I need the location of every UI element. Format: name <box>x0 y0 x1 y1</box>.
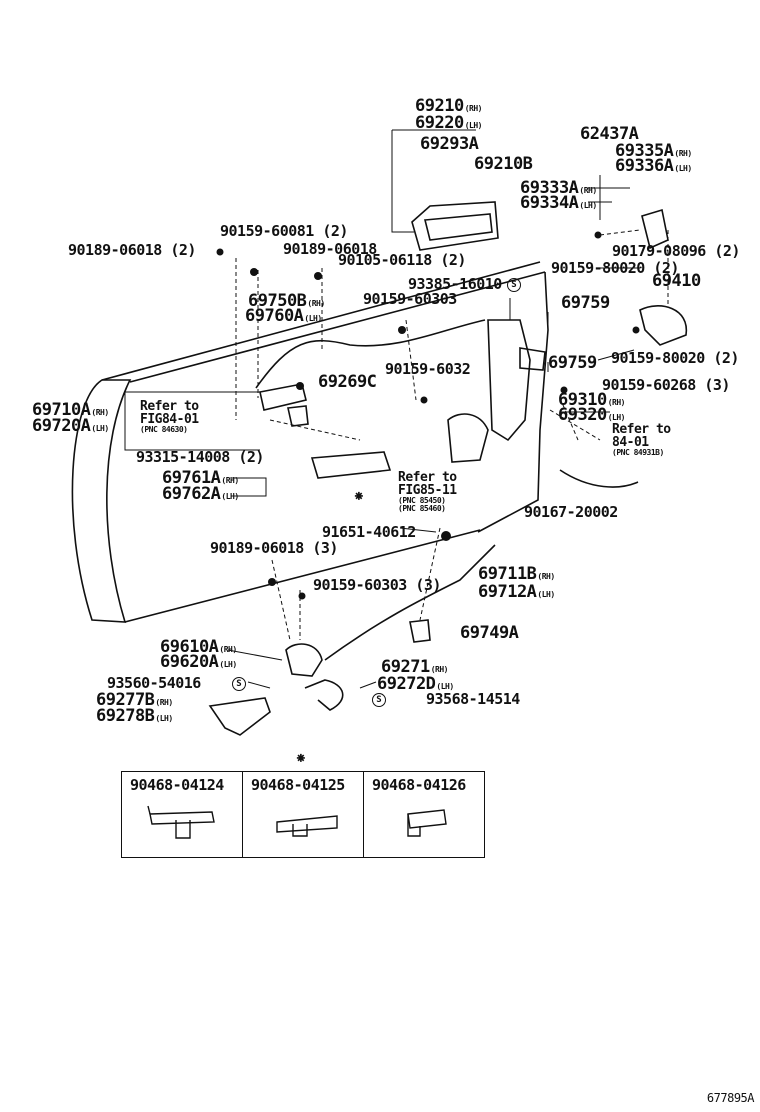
part-90159-60081: 90159-60081 (2) <box>220 222 348 240</box>
part-69759-upper: 69759 <box>561 293 610 313</box>
part-90159-80020-lower: 90159-80020 (2) <box>611 349 739 367</box>
lock-mechanism <box>487 319 531 442</box>
figure-code: 677895A <box>706 1091 755 1105</box>
clip-part-number: 90468-04124 <box>130 776 224 794</box>
part-69761A: 69761A(RH) <box>162 468 239 488</box>
part-90159-6032: 90159-6032 <box>385 360 471 378</box>
part-90105-06118: 90105-06118 (2) <box>338 251 466 269</box>
s-mark-icon: S <box>507 278 521 292</box>
rod-69749A <box>409 619 431 643</box>
reference-fig-84-01-a: Refer to FIG84-01 (PNC 84630) <box>140 399 199 434</box>
part-69310: 69310(RH) <box>558 390 625 410</box>
part-69712A: 69712A(LH) <box>478 582 555 602</box>
part-69293A: 69293A <box>420 134 479 154</box>
part-69333A: 69333A(RH) <box>520 178 597 198</box>
clip-cell: 90468-04125 <box>243 772 364 857</box>
s-mark-icon: S <box>372 693 386 707</box>
part-69620A: 69620A(LH) <box>160 652 237 672</box>
clip-cell: 90468-04126 <box>364 772 484 857</box>
part-90159-60268: 90159-60268 (3) <box>602 376 730 394</box>
part-90189-06018: 90189-06018 <box>283 240 377 258</box>
lock-rod-lower <box>324 544 496 661</box>
clip-icon <box>276 815 338 837</box>
part-69410: 69410 <box>652 271 701 291</box>
part-69271: 69271(RH) <box>381 657 448 677</box>
bracket-69759 <box>519 347 546 371</box>
clip-icon <box>407 809 447 837</box>
inside-handle <box>259 383 307 411</box>
part-69320: 69320(LH) <box>558 405 625 425</box>
asterisk-icon: ⁕ <box>295 751 307 767</box>
part-93315-14008: 93315-14008 (2) <box>136 448 264 466</box>
latch-assembly <box>285 643 323 677</box>
asterisk-icon: ⁕ <box>353 489 365 505</box>
door-inner-edge <box>129 271 546 383</box>
part-91651-40612: 91651-40612 <box>322 523 416 541</box>
part-90179-08096: 90179-08096 (2) <box>612 242 740 260</box>
door-bottom-edge <box>124 529 481 623</box>
part-90159-80020-upper: 90159-80020 (2) <box>551 259 679 277</box>
part-69220: 69220(LH) <box>415 113 482 133</box>
part-90159-60303: 90159-60303 <box>363 290 457 308</box>
part-69610A: 69610A(RH) <box>160 637 237 657</box>
door-right-edge <box>477 271 549 533</box>
clip-part-number: 90468-04126 <box>372 776 466 794</box>
part-69334A: 69334A(LH) <box>520 193 597 213</box>
clip-cell: 90468-04124 <box>122 772 243 857</box>
reference-fig-85-11: Refer to FIG85-11 (PNC 85450) (PNC 85460… <box>398 470 457 513</box>
inside-handle-bezel <box>310 451 392 479</box>
part-69336A: 69336A(LH) <box>615 156 692 176</box>
part-90167-20002: 90167-20002 <box>524 503 618 521</box>
part-69720A: 69720A(LH) <box>32 416 109 436</box>
cup-handle <box>208 697 271 736</box>
part-90189-06018-3: 90189-06018 (3) <box>210 539 338 557</box>
part-69710A: 69710A(RH) <box>32 400 109 420</box>
cable-90167 <box>559 469 639 488</box>
part-69711B: 69711B(RH) <box>478 564 555 584</box>
part-69210: 69210(RH) <box>415 96 482 116</box>
part-90189-06018-2: 90189-06018 (2) <box>68 241 196 259</box>
part-69278B: 69278B(LH) <box>96 706 173 726</box>
part-69269C: 69269C <box>318 372 377 392</box>
part-69277B: 69277B(RH) <box>96 690 173 710</box>
part-69762A: 69762A(LH) <box>162 484 239 504</box>
part-69272D: 69272D(LH) <box>377 674 454 694</box>
part-90159-60303-3: 90159-60303 (3) <box>313 576 441 594</box>
part-69210B: 69210B <box>474 154 533 174</box>
s-mark-icon: S <box>232 677 246 691</box>
actuator <box>639 305 687 346</box>
part-69749A: 69749A <box>460 623 519 643</box>
lock-rod-upper <box>255 319 486 389</box>
part-93560-54016: 93560-54016 <box>107 674 201 692</box>
door-panel-outline <box>71 379 132 623</box>
part-69750B: 69750B(RH) <box>248 291 325 311</box>
clip-icon <box>147 805 215 839</box>
outside-handle <box>411 201 499 251</box>
door-top-edge <box>101 261 541 381</box>
part-93568-14514: 93568-14514 <box>426 690 520 708</box>
part-62437A: 62437A <box>580 124 639 144</box>
reference-fig-84-01-b: Refer to 84-01 (PNC 84931B) <box>612 422 671 457</box>
part-69759-lower: 69759 <box>548 353 597 373</box>
clip-variants-table: 90468-04124 90468-04125 90468-04126 <box>121 771 485 858</box>
link-69271 <box>304 679 344 711</box>
part-93385-16010: 93385-16010 <box>408 275 502 293</box>
part-69335A: 69335A(RH) <box>615 141 692 161</box>
clip-part-number: 90468-04125 <box>251 776 345 794</box>
part-69760A: 69760A(LH) <box>245 306 322 326</box>
